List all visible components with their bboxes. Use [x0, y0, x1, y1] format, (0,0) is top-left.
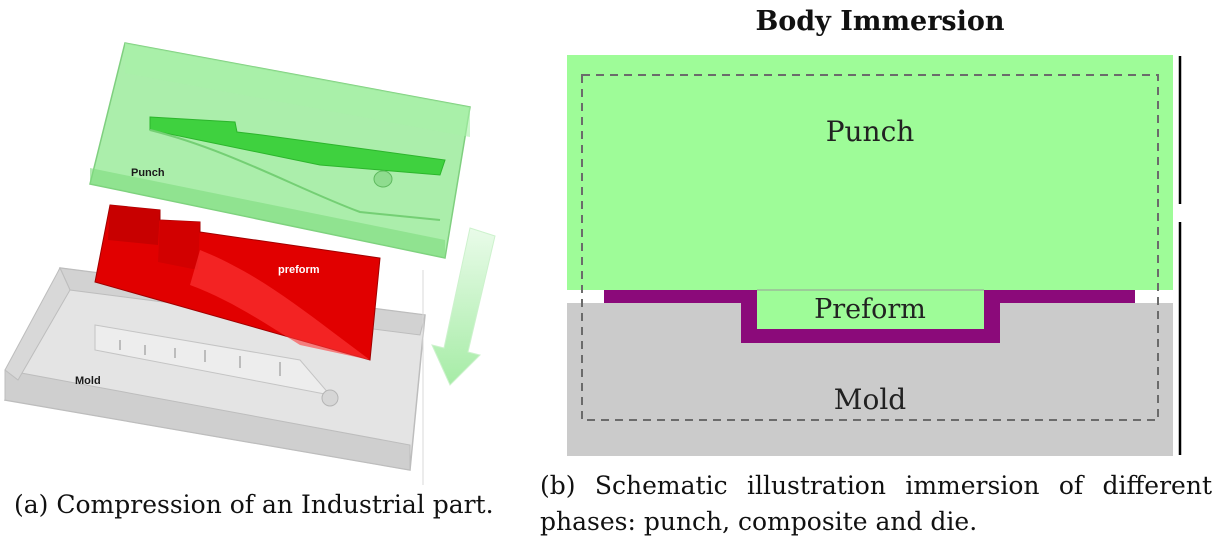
mold-label-a: Mold: [75, 375, 101, 387]
figure-b-schematic: Punch Preform Mold: [567, 55, 1182, 456]
preform-3d: [94, 204, 381, 361]
caption-b: (b) Schematic illustration immersion of …: [540, 471, 1212, 536]
caption-a: (a) Compression of an Industrial part.: [14, 490, 494, 519]
punch-3d: [89, 42, 471, 259]
downward-arrow-icon: [431, 227, 496, 386]
punch-label-a: Punch: [131, 167, 165, 179]
preform-region: [757, 290, 984, 329]
mold-label-b: Mold: [834, 383, 906, 416]
punch-label-b: Punch: [826, 115, 915, 148]
computational-domain-box: [581, 74, 1159, 421]
preform-label-a: preform: [278, 264, 320, 276]
punch-region: [567, 55, 1173, 290]
preform-label-b: Preform: [814, 294, 926, 325]
figure-a-illustration: Punch preform Mold: [3, 42, 496, 485]
diagram-title: Body Immersion: [755, 6, 1005, 37]
